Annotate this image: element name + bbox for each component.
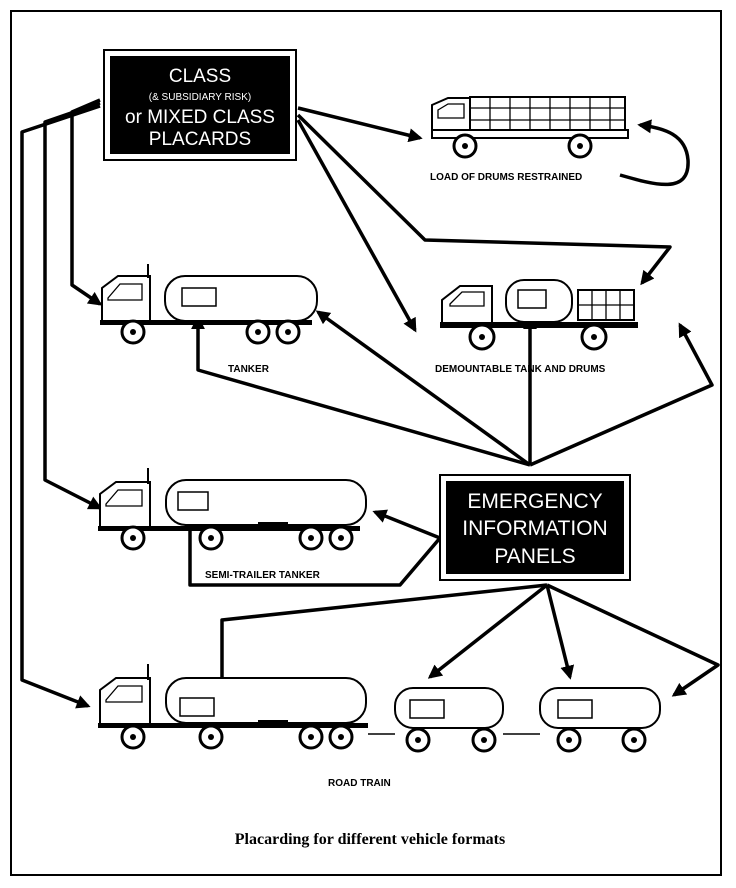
arrow-emergency-to-tanker-rear (315, 310, 532, 467)
semi-trailer-panel (177, 491, 209, 511)
arrow-emergency-to-semi-panel (183, 515, 442, 587)
figure-caption: Placarding for different vehicle formats (235, 831, 505, 848)
arrow-emergency-to-road-train-rear (546, 583, 720, 697)
arrow-emergency-to-tanker-panel (191, 315, 531, 467)
arrow-placard-to-demountable-tank (296, 113, 672, 286)
arrow-emergency-to-road-train-panel (215, 583, 548, 695)
diagram-frame (10, 10, 722, 876)
dolly-two-panel (557, 699, 593, 719)
arrow-placard-to-semi-trailer (43, 101, 103, 510)
arrow-emergency-to-semi-rear (372, 509, 441, 540)
tanker-vehicle: TANKER (100, 264, 318, 375)
emergency-connectors (183, 310, 720, 697)
label-demountable: DEMOUNTABLE TANK AND DRUMS (435, 364, 606, 375)
arrow-drums-restrained-loop (619, 119, 690, 187)
emergency-box: EMERGENCY INFORMATION PANELS (439, 474, 631, 581)
placard-line-1: CLASS (169, 66, 231, 87)
road-train-vehicle: ROAD TRAIN (98, 664, 661, 789)
arrow-placard-to-road-train (20, 104, 101, 709)
emergency-line-2: INFORMATION (462, 517, 607, 540)
emergency-line-1: EMERGENCY (467, 490, 602, 513)
dolly-one-panel (409, 699, 445, 719)
label-semi-trailer: SEMI-TRAILER TANKER (205, 570, 321, 581)
arrow-placard-to-drums-truck (297, 106, 423, 143)
drums-truck: LOAD OF DRUMS RESTRAINED (430, 96, 629, 183)
arrow-placard-to-demountable-front (296, 119, 417, 333)
placard-line-4: PLACARDS (149, 129, 251, 150)
placard-line-2: (& SUBSIDIARY RISK) (149, 92, 251, 103)
arrow-emergency-to-demountable-rear (529, 322, 714, 467)
road-train-panel (179, 697, 215, 717)
tanker-panel (181, 287, 217, 307)
demountable-vehicle: DEMOUNTABLE TANK AND DRUMS (435, 279, 638, 375)
label-tanker: TANKER (228, 364, 270, 375)
arrow-emergency-to-dolly-one (427, 583, 549, 679)
arrow-placard-to-tanker (70, 98, 103, 306)
semi-trailer-vehicle: SEMI-TRAILER TANKER (98, 468, 367, 581)
arrow-emergency-to-dolly-two (545, 584, 575, 680)
emergency-line-3: PANELS (494, 545, 575, 568)
placard-line-3: or MIXED CLASS (125, 107, 275, 128)
demountable-panel (517, 289, 547, 309)
placard-box: CLASS (& SUBSIDIARY RISK) or MIXED CLASS… (103, 49, 297, 161)
label-road-train: ROAD TRAIN (328, 778, 391, 789)
placard-connectors (20, 98, 690, 709)
label-drums-truck: LOAD OF DRUMS RESTRAINED (430, 172, 582, 183)
